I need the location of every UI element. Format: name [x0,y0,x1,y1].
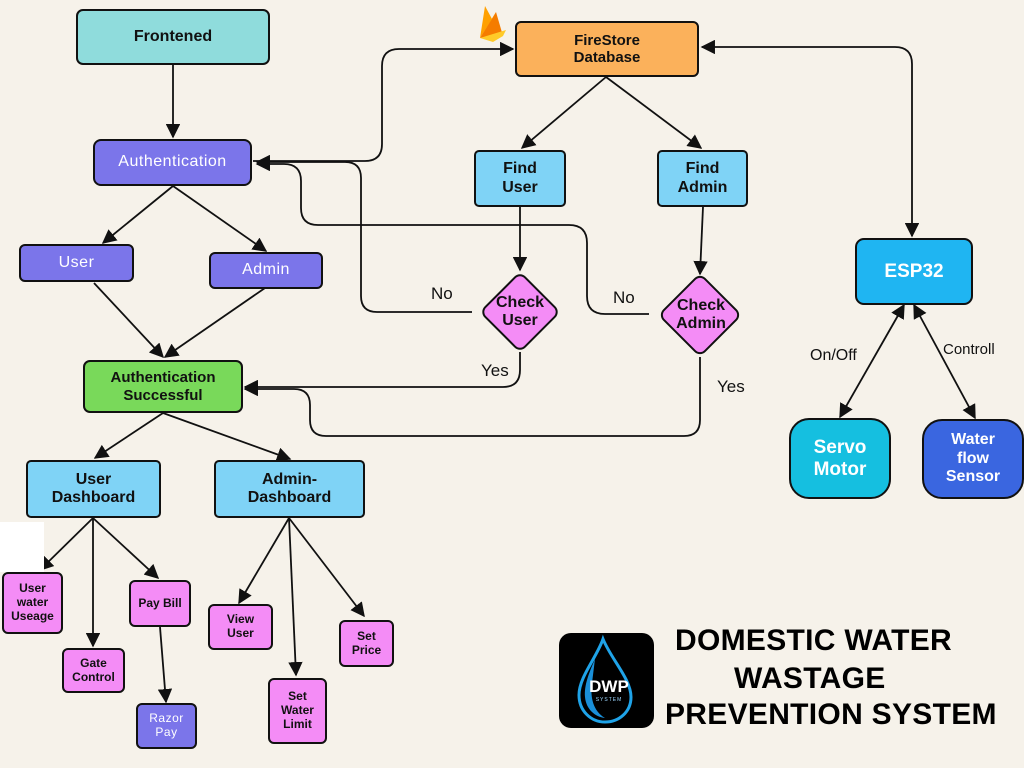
find-user-node: Find User [474,150,566,207]
blank-patch [0,522,44,572]
admin-node: Admin [209,252,323,289]
set-water-limit-node: Set Water Limit [268,678,327,744]
authentication-successful-node: Authentication Successful [83,360,243,413]
logo-subtext: SYSTEM [595,697,623,703]
razor-pay-node: Razor Pay [136,703,197,749]
title-line-3: PREVENTION SYSTEM [665,698,997,731]
logo-text: DWP [589,677,629,696]
no-label-user: No [431,284,453,303]
admin-dashboard-node: Admin- Dashboard [214,460,365,518]
no-label-admin: No [613,288,635,307]
yes-label-admin: Yes [717,377,745,396]
title-line-2: WASTAGE [734,662,886,695]
user-node: User [19,244,134,282]
yes-label-user: Yes [481,361,509,380]
check-user-label: Check User [495,293,545,329]
check-admin-label: Check Admin [676,296,726,332]
on-off-label: On/Off [810,347,857,364]
gate-control-node: Gate Control [62,648,125,693]
firebase-flame-icon [480,6,506,42]
controll-label: Controll [943,341,995,358]
firestore-database-node: FireStore Database [515,21,699,77]
view-user-node: View User [208,604,273,650]
user-water-usage-node: User water Useage [2,572,63,634]
esp32-node: ESP32 [855,238,973,305]
dwp-logo: DWP SYSTEM [559,633,654,728]
user-dashboard-node: User Dashboard [26,460,161,518]
water-drop-icon [577,634,633,724]
title-line-1: DOMESTIC WATER [675,624,952,657]
water-flow-sensor-node: Water flow Sensor [922,419,1024,499]
authentication-node: Authentication [93,139,252,186]
find-admin-node: Find Admin [657,150,748,207]
set-price-node: Set Price [339,620,394,667]
servo-motor-node: Servo Motor [789,418,891,499]
pay-bill-node: Pay Bill [129,580,191,627]
frontend-node: Frontened [76,9,270,65]
